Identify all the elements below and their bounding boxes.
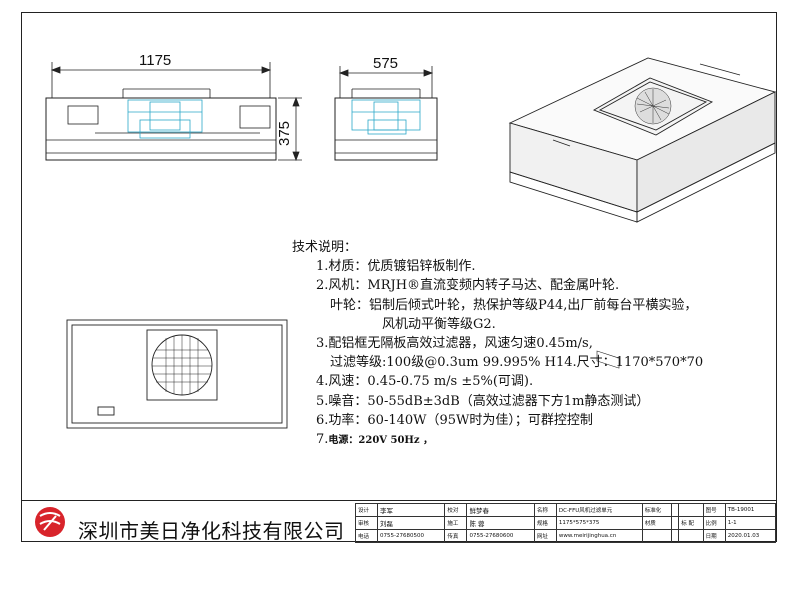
title-block: [22, 500, 776, 542]
table-cell: [678, 529, 704, 543]
spec-line: 6.功率：60-140W（95W时为佳）；可群控控制: [316, 412, 593, 428]
company-name: 深圳市美日净化科技有限公司: [78, 519, 345, 543]
table-cell: 日期: [702, 529, 726, 543]
table-cell: 0755-27680500: [377, 529, 446, 543]
table-cell: 1-1: [724, 516, 777, 530]
table-cell: 校对: [444, 503, 468, 517]
table-cell: 陈 蓉: [466, 516, 535, 530]
table-cell: 比例: [702, 516, 726, 530]
spec-line-power-text: 电源：220V 50Hz ，: [328, 435, 434, 447]
specs-heading: 技术说明：: [292, 240, 358, 255]
table-cell: 1175*575*375: [555, 516, 643, 530]
dimension-height: 375: [276, 120, 293, 146]
table-cell: 设计: [354, 503, 379, 517]
table-cell: [671, 503, 680, 517]
table-cell: 标准化: [641, 503, 673, 517]
spec-line: 5.噪音：50-55dB±3dB（高效过滤器下方1m静态测试）: [316, 393, 650, 409]
table-cell: 2020.01.03: [724, 529, 777, 543]
table-cell: 刘磊: [377, 516, 446, 530]
title-block-table: 设计 李军 校对 鲜梦春 名称 DC-FFU风机过滤单元 标准化 图号 TB-1…: [354, 503, 777, 543]
spec-line: 叶轮：铝制后倾式叶轮，热保护等级P44,出厂前每台平横实验，: [330, 297, 698, 313]
spec-line: 3.配铝框无隔板高效过滤器，风速匀速0.45m/s,: [316, 336, 593, 352]
table-row: 设计 李军 校对 鲜梦春 名称 DC-FFU风机过滤单元 标准化 图号 TB-1…: [354, 503, 777, 517]
spec-line: 过滤等级:100级@0.3um 99.995% H14.尺寸：1170*570*…: [330, 355, 704, 371]
table-cell: 规格: [533, 516, 557, 530]
table-cell: [678, 503, 704, 517]
table-cell: 审核: [354, 516, 379, 530]
spec-line: 2.风机：MRJH®直流变频内转子马达、配金属叶轮.: [316, 278, 620, 294]
spec-line: 4.风速：0.45-0.75 m/s ±5%(可调).: [316, 374, 534, 390]
table-cell: 名称: [533, 503, 557, 517]
table-cell: 电话: [354, 529, 379, 543]
spec-line-number: 7.: [316, 432, 329, 448]
table-cell: www.meirijinghua.cn: [555, 529, 643, 543]
spec-line: 风机动平衡等级G2.: [382, 316, 496, 332]
table-cell: 李军: [377, 503, 446, 517]
dimension-width-front: 1175: [139, 52, 172, 69]
table-cell: [641, 529, 673, 543]
table-cell: 传真: [444, 529, 468, 543]
table-cell: 标 配: [678, 516, 704, 530]
table-cell: 鲜梦春: [466, 503, 535, 517]
table-row: 电话 0755-27680500 传真 0755-27680600 网址 www…: [354, 529, 777, 543]
table-cell: 0755-27680600: [466, 529, 535, 543]
table-cell: DC-FFU风机过滤单元: [555, 503, 643, 517]
table-cell: TB-19001: [724, 503, 777, 517]
spec-line-power: 7.电源：220V 50Hz ，: [292, 430, 703, 450]
table-row: 审核 刘磊 施工 陈 蓉 规格 1175*575*375 材质 标 配 比例 1…: [354, 516, 777, 530]
table-cell: [671, 516, 680, 530]
technical-specs: 技术说明： 1.材质：优质镀铝锌板制作. 2.风机：MRJH®直流变频内转子马达…: [292, 238, 703, 450]
table-cell: 施工: [444, 516, 468, 530]
table-cell: [671, 529, 680, 543]
table-cell: 材质: [641, 516, 673, 530]
spec-line: 1.材质：优质镀铝锌板制作.: [316, 259, 476, 275]
table-cell: 网址: [533, 529, 557, 543]
table-cell: 图号: [702, 503, 726, 517]
dimension-width-side: 575: [373, 55, 399, 72]
